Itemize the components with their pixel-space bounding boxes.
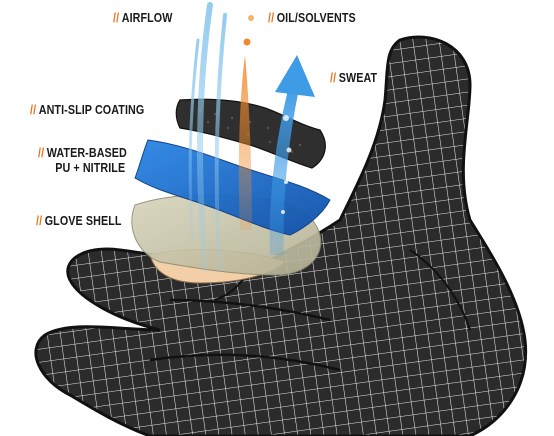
oil-droplet [238, 15, 254, 230]
water-based-text-line1: WATER-BASED [46, 146, 127, 160]
oil-solvents-text: OIL/SOLVENTS [276, 11, 356, 25]
water-based-label: //WATER-BASED PU + NITRILE [38, 146, 127, 176]
label-prefix: // [268, 11, 275, 25]
label-prefix: // [30, 103, 37, 117]
label-prefix: // [38, 146, 45, 160]
airflow-text: AIRFLOW [121, 11, 173, 25]
glove-shell-text: GLOVE SHELL [44, 214, 122, 228]
label-prefix: // [113, 11, 120, 25]
label-prefix: // [36, 214, 43, 228]
anti-slip-coating-text: ANTI-SLIP COATING [38, 103, 145, 117]
sweat-label: //SWEAT [330, 71, 377, 86]
sweat-arrow [269, 55, 315, 255]
sweat-text: SWEAT [338, 71, 378, 85]
airflow-arrows [188, 2, 227, 273]
label-prefix: // [330, 71, 337, 85]
airflow-label: //AIRFLOW [113, 11, 173, 26]
oil-solvents-label: //OIL/SOLVENTS [268, 11, 356, 26]
water-based-text-line2: PU + NITRILE [55, 161, 126, 175]
anti-slip-coating-label: //ANTI-SLIP COATING [30, 103, 144, 118]
glove-shell-label: //GLOVE SHELL [36, 214, 122, 229]
